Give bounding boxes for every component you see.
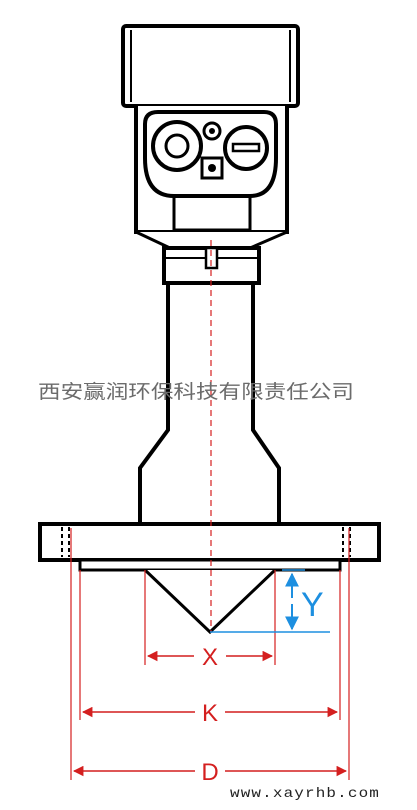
blind-plug-icon — [223, 125, 269, 171]
d-dimension: D — [72, 759, 348, 786]
flange — [38, 522, 381, 562]
extension-lines — [70, 528, 350, 780]
x-dimension-label: X — [202, 644, 218, 671]
company-watermark: 西安赢润环保科技有限责任公司 — [38, 381, 354, 403]
x-dimension: X — [146, 644, 274, 671]
flange-lower-plate — [78, 558, 342, 572]
housing-cover — [121, 24, 300, 108]
antenna-tube — [138, 283, 281, 525]
y-dimension-label: Y — [301, 586, 324, 624]
d-dimension-label: D — [201, 759, 218, 786]
square-plug-icon — [200, 156, 224, 180]
cable-gland-icon — [151, 120, 203, 172]
screw-icon — [202, 121, 222, 141]
website-text: www.xayrhb.com — [230, 786, 380, 802]
k-dimension: K — [81, 700, 339, 727]
y-height-marker: Y — [210, 569, 330, 633]
k-dimension-label: K — [202, 700, 218, 727]
antenna-cone — [143, 568, 277, 635]
